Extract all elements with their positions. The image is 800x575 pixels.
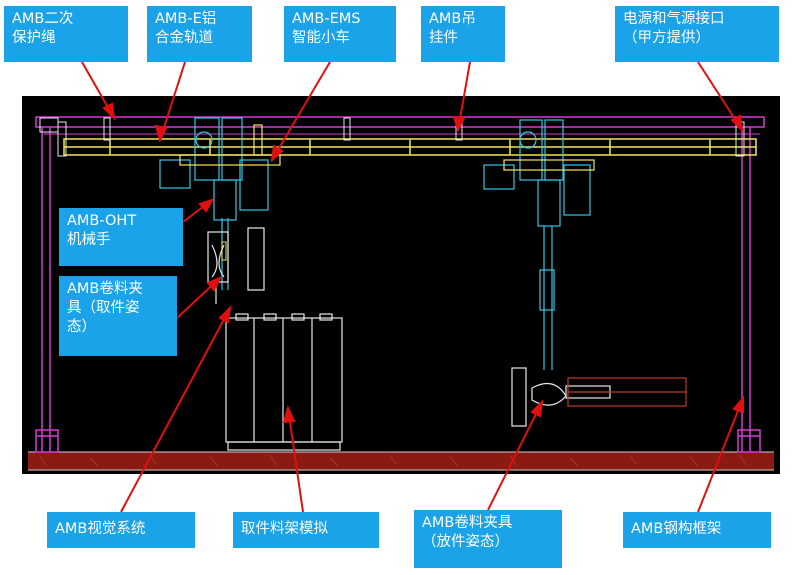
callout-power-air: 电源和气源接口 （甲方提供） — [615, 6, 779, 62]
callout-vision-system: AMB视觉系统 — [47, 512, 195, 548]
callout-hanger: AMB吊 挂件 — [421, 6, 505, 62]
callout-line: 合金轨道 — [155, 30, 213, 46]
callout-line: 取件料架模拟 — [241, 521, 328, 537]
callout-line: AMB卷料夹具 — [422, 515, 513, 531]
callout-clamp-place: AMB卷料夹具 （放件姿态） — [414, 510, 562, 568]
callout-ems-vehicle: AMB-EMS 智能小车 — [284, 6, 396, 62]
callout-steel-frame: AMB钢构框架 — [623, 512, 771, 548]
callout-line: AMB-EMS — [292, 11, 361, 27]
callout-line: AMB-E铝 — [155, 11, 217, 27]
callout-line: 机械手 — [67, 232, 111, 248]
callout-line: AMB卷料夹 — [67, 281, 143, 297]
ems-vehicle-right-yellow — [503, 159, 595, 171]
arrow-clamp-place — [487, 401, 543, 511]
coil-placed — [567, 377, 687, 407]
steel-frame — [35, 116, 765, 453]
callout-line: 态） — [67, 319, 96, 335]
callout-line: AMB二次 — [12, 11, 74, 27]
callout-line: 智能小车 — [292, 30, 350, 46]
callout-line: AMB吊 — [429, 11, 476, 27]
callout-oht-manipulator: AMB-OHT 机械手 — [59, 208, 183, 266]
callout-line: AMB-OHT — [67, 213, 137, 229]
callout-pick-rack: 取件料架模拟 — [233, 512, 379, 548]
aluminum-track — [63, 138, 757, 156]
callout-line: AMB视觉系统 — [55, 521, 146, 537]
clamp-pick-accent — [221, 241, 227, 261]
callout-line: AMB钢构框架 — [631, 521, 722, 537]
callout-line: （甲方提供） — [623, 30, 710, 46]
callout-arrows — [81, 61, 744, 513]
arrow-vision — [120, 307, 231, 513]
floor — [28, 451, 774, 471]
ems-vehicle-right — [483, 119, 591, 370]
callout-clamp-pick: AMB卷料夹 具（取件姿 态） — [59, 276, 177, 356]
arrow-rack — [287, 407, 304, 513]
arrow-ems — [271, 61, 331, 161]
arrow-frame — [697, 397, 744, 513]
callout-line: 具（取件姿 — [67, 300, 140, 316]
callout-line: 挂件 — [429, 30, 458, 46]
callout-aluminum-track: AMB-E铝 合金轨道 — [147, 6, 252, 62]
callout-line: （放件姿态） — [422, 534, 509, 550]
ems-vehicle-left-yellow — [179, 124, 281, 166]
callout-safety-rope: AMB二次 保护绳 — [4, 6, 128, 62]
callout-line: 保护绳 — [12, 30, 56, 46]
callout-line: 电源和气源接口 — [623, 11, 725, 27]
pick-rack — [225, 313, 343, 451]
